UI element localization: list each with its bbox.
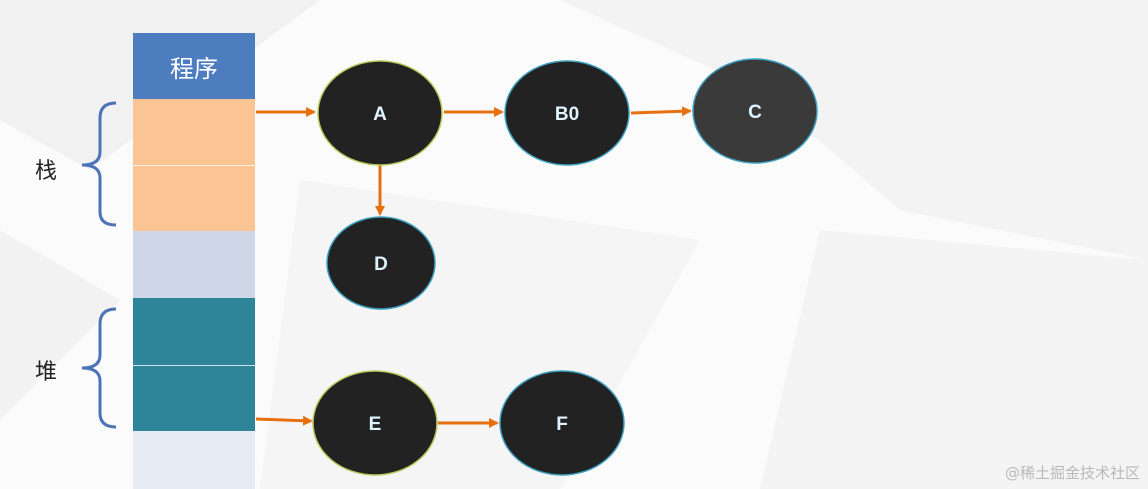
empty-block-bottom <box>133 431 255 489</box>
node-f: F <box>499 370 625 476</box>
node-b0: B0 <box>504 60 630 166</box>
node-e-label: E <box>369 414 382 435</box>
stack-label: 栈 <box>35 159 58 184</box>
edge-heap-to-e <box>255 415 313 426</box>
node-c-label: C <box>748 102 762 123</box>
node-c: C <box>692 58 818 164</box>
empty-block <box>133 231 255 298</box>
node-e: E <box>312 370 438 476</box>
heap-label: 堆 <box>35 360 58 385</box>
node-a: A <box>317 60 443 166</box>
program-label: 程序 <box>170 54 218 83</box>
stack-block-1 <box>133 99 255 165</box>
stack-block-2 <box>133 165 255 231</box>
heap-block-1 <box>133 298 255 365</box>
node-d-label: D <box>374 254 388 275</box>
program-block: 程序 <box>133 33 255 99</box>
heap-bracket <box>81 307 117 429</box>
node-f-label: F <box>556 414 568 435</box>
heap-block-2 <box>133 365 255 431</box>
node-d: D <box>326 216 436 310</box>
node-a-label: A <box>373 104 387 125</box>
node-b0-label: B0 <box>555 104 579 125</box>
edge-b0-to-c <box>630 106 692 117</box>
stack-bracket <box>81 101 117 227</box>
watermark: @稀土掘金技术社区 <box>1004 464 1140 482</box>
